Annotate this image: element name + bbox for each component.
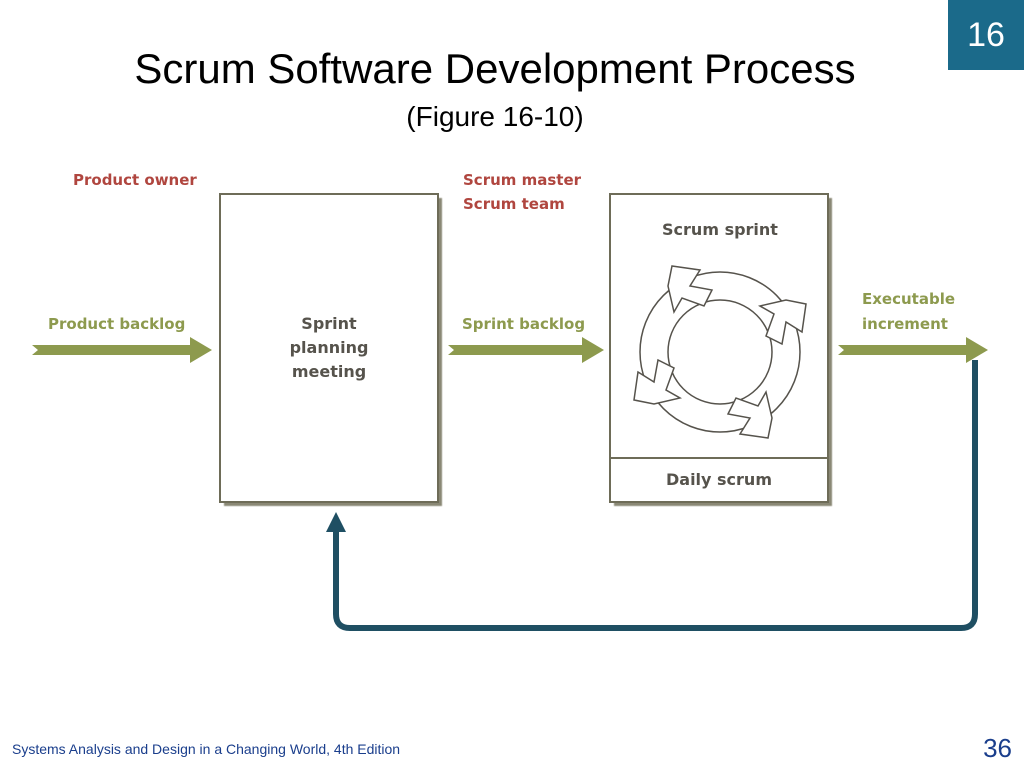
slide-title: Scrum Software Development Process	[134, 45, 856, 92]
slide-subtitle: (Figure 16-10)	[406, 101, 584, 132]
product-owner-label: Product owner	[73, 171, 197, 189]
executable-increment-label-line1: Executable	[862, 290, 955, 308]
sprint-cycle-icon	[633, 265, 807, 439]
daily-scrum-label: Daily scrum	[666, 470, 772, 489]
executable-increment-arrow	[838, 337, 988, 363]
scrum-team-label: Scrum team	[463, 195, 565, 213]
scrum-sprint-title: Scrum sprint	[662, 220, 778, 239]
product-backlog-label: Product backlog	[48, 315, 185, 333]
scrum-sprint-box	[609, 193, 829, 503]
sprint-planning-box	[219, 193, 439, 503]
planning-line1: Sprint	[301, 314, 357, 333]
feedback-arrowhead	[326, 512, 346, 532]
sprint-backlog-label: Sprint backlog	[462, 315, 585, 333]
chapter-badge: 16	[948, 0, 1024, 70]
page-number: 36	[983, 733, 1012, 763]
executable-increment-label-line2: increment	[862, 315, 948, 333]
planning-line3: meeting	[292, 362, 366, 381]
planning-line2: planning	[290, 338, 369, 357]
sprint-backlog-arrow	[448, 337, 604, 363]
feedback-loop-arrow	[333, 360, 978, 631]
product-backlog-arrow	[32, 337, 212, 363]
scrum-master-label: Scrum master	[463, 171, 582, 189]
footer-book-title: Systems Analysis and Design in a Changin…	[12, 741, 401, 757]
